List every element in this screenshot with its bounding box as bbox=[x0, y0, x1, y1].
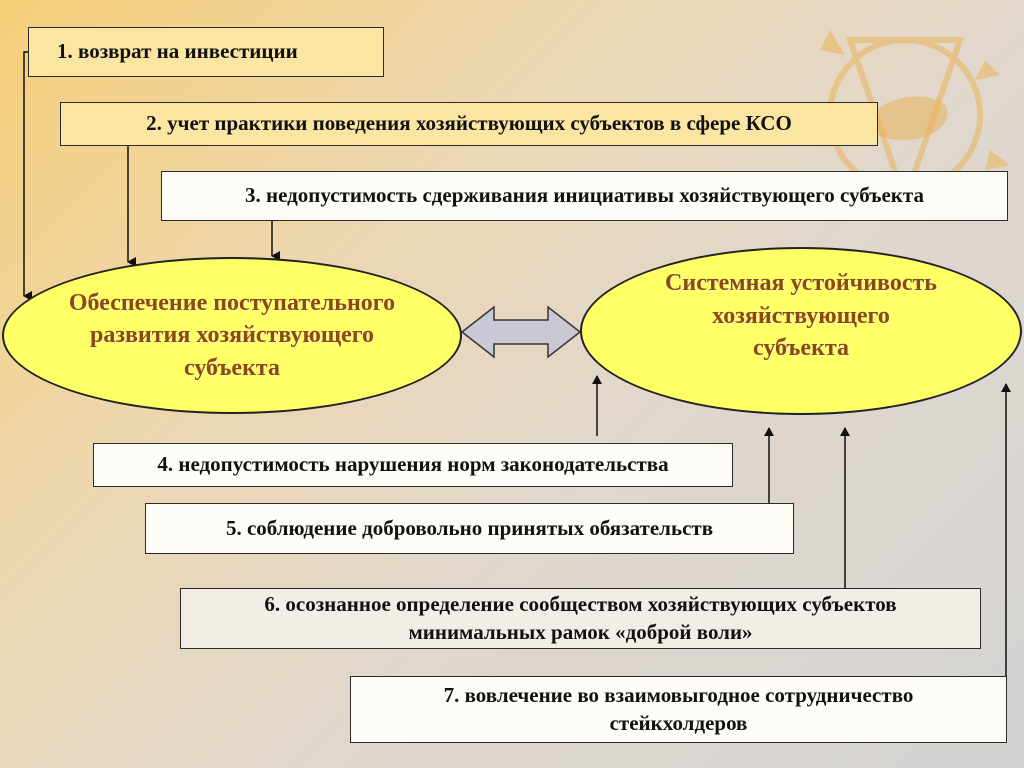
factor-2-text: 2. учет практики поведения хозяйствующих… bbox=[146, 111, 792, 136]
factor-7-text-line2: стейкхолдеров bbox=[609, 710, 748, 735]
goal-ellipse-development: Обеспечение поступательного развития хоз… bbox=[2, 257, 462, 414]
factor-5-text: 5. соблюдение добровольно принятых обяза… bbox=[225, 515, 714, 540]
factor-box-4: 4. недопустимость нарушения норм законод… bbox=[93, 443, 733, 487]
goal-right-line3: субъекта bbox=[753, 335, 849, 362]
goal-left-line2: развития хозяйствующего bbox=[89, 322, 375, 349]
goal-left-line3: субъекта bbox=[184, 354, 280, 381]
goal-ellipse-sustainability: Системная устойчивость хозяйствующего су… bbox=[580, 247, 1022, 415]
factor-3-text: 3. недопустимость сдерживания инициативы… bbox=[245, 183, 924, 208]
factor-box-6: 6. осознанное определение сообществом хо… bbox=[180, 588, 981, 649]
bidirectional-arrow bbox=[460, 305, 582, 359]
factor-box-7: 7. вовлечение во взаимовыгодное сотрудни… bbox=[350, 676, 1007, 743]
factor-box-3: 3. недопустимость сдерживания инициативы… bbox=[161, 171, 1008, 221]
factor-box-2: 2. учет практики поведения хозяйствующих… bbox=[60, 102, 878, 146]
goal-left-line1: Обеспечение поступательного bbox=[68, 289, 396, 316]
connector-1 bbox=[23, 51, 32, 301]
factor-6-text-line1: 6. осознанное определение сообществом хо… bbox=[264, 592, 897, 617]
factor-4-text: 4. недопустимость нарушения норм законод… bbox=[157, 452, 669, 477]
goal-right-line1: Системная устойчивость bbox=[665, 270, 937, 297]
factor-box-1: 1. возврат на инвестиции bbox=[28, 27, 384, 77]
factor-6-text-line2: минимальных рамок «доброй воли» bbox=[408, 619, 753, 644]
factor-7-text-line1: 7. вовлечение во взаимовыгодное сотрудни… bbox=[443, 683, 914, 708]
factor-1-text: 1. возврат на инвестиции bbox=[57, 39, 298, 64]
goal-right-line2: хозяйствующего bbox=[712, 302, 890, 329]
factor-box-5: 5. соблюдение добровольно принятых обяза… bbox=[145, 503, 794, 554]
